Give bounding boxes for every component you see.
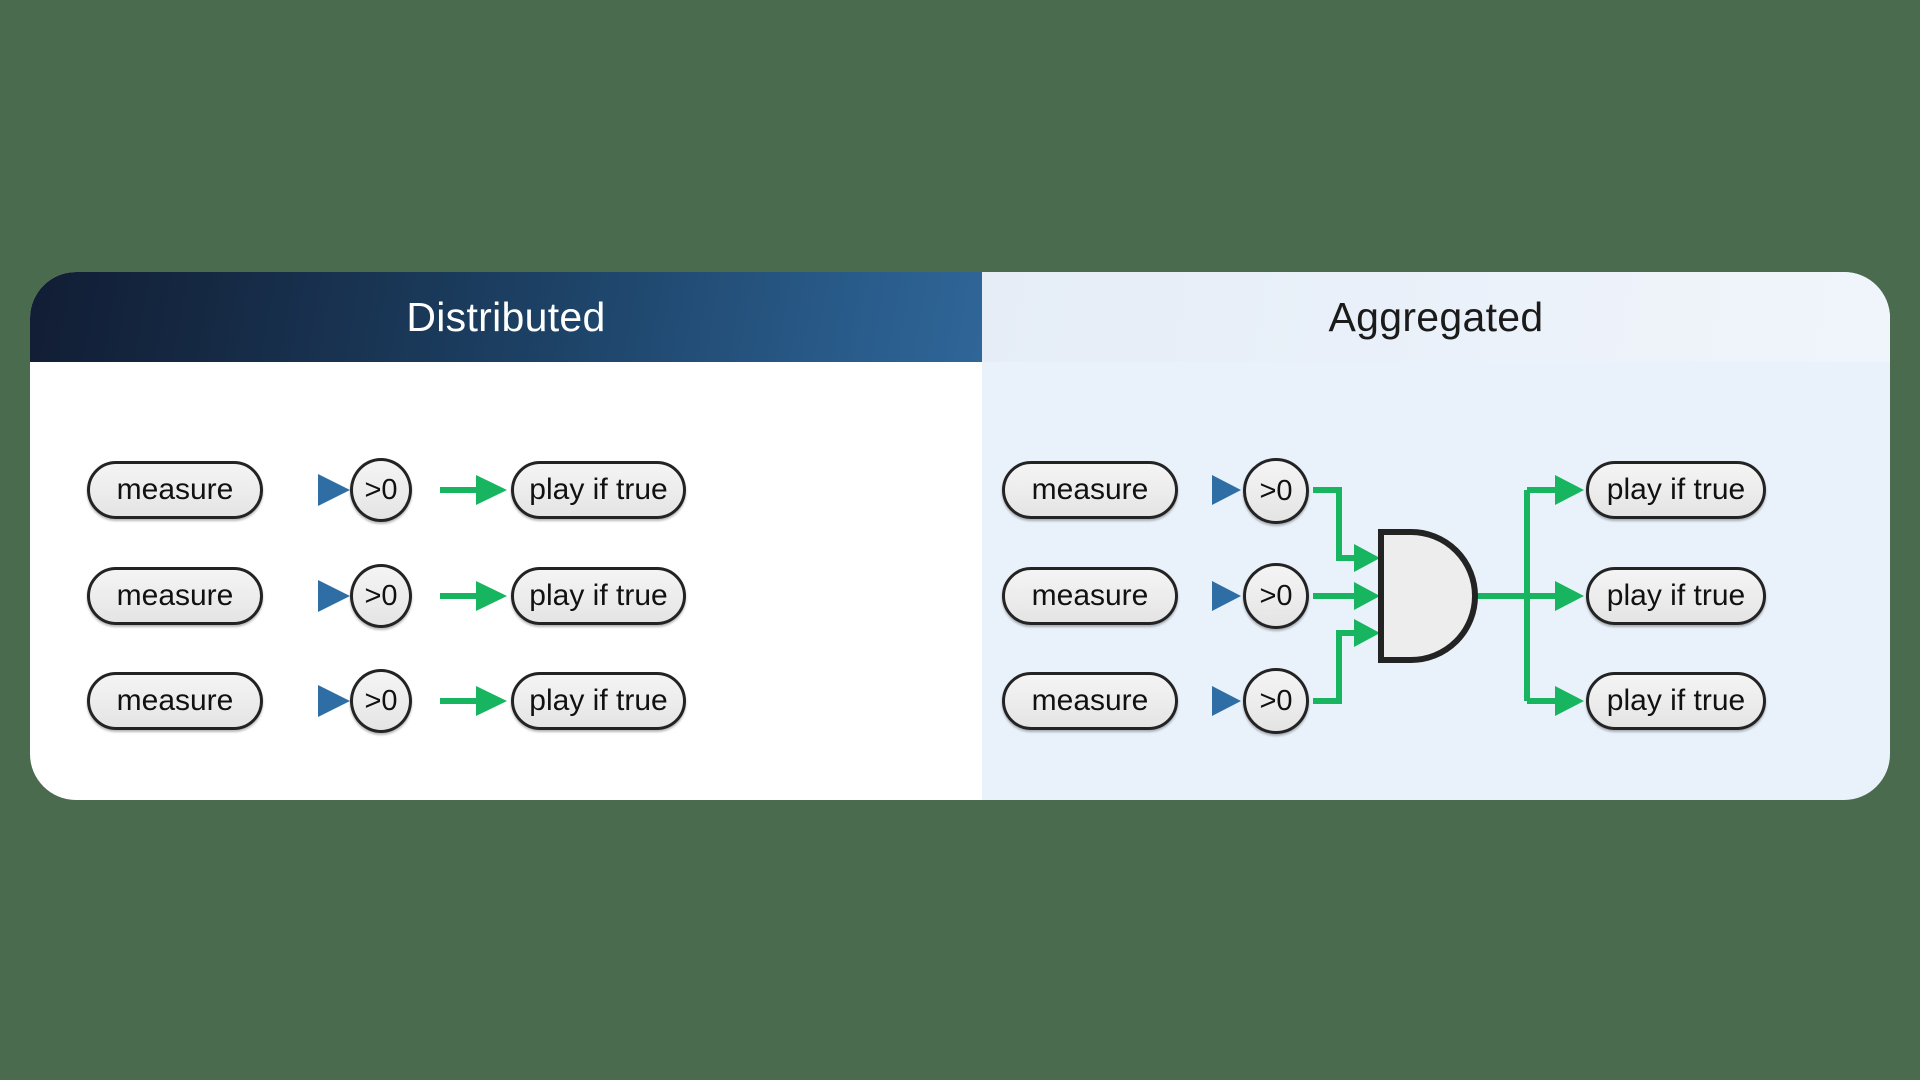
panel-distributed-body: measure >0 play if true measure >0 play …: [30, 362, 982, 800]
threshold-node-label: >0: [1259, 579, 1293, 612]
blue-arrow-icon: [1181, 475, 1241, 505]
threshold-node[interactable]: >0: [350, 564, 412, 628]
and-gate[interactable]: [1378, 529, 1478, 663]
gate-output-wire-top: [1527, 475, 1584, 505]
panel-aggregated: Aggregated: [982, 272, 1890, 800]
play-if-true-node-label: play if true: [1606, 579, 1746, 612]
measure-node[interactable]: measure: [87, 461, 263, 519]
panel-distributed-title: Distributed: [406, 293, 606, 340]
play-if-true-node-label: play if true: [1606, 473, 1746, 506]
play-if-true-node[interactable]: play if true: [1586, 672, 1766, 730]
gate-input-wire-middle: [1313, 582, 1380, 610]
play-if-true-node[interactable]: play if true: [511, 461, 686, 519]
measure-node-label: measure: [116, 579, 234, 612]
gate-output-wire-bottom: [1527, 686, 1584, 716]
threshold-node-label: >0: [364, 579, 398, 612]
panel-distributed-header: Distributed: [30, 272, 982, 362]
gate-output-bus: [1455, 490, 1530, 701]
play-if-true-node[interactable]: play if true: [1586, 461, 1766, 519]
panel-distributed: Distributed: [30, 272, 982, 800]
threshold-node-label: >0: [364, 684, 398, 717]
play-if-true-node-label: play if true: [529, 684, 668, 717]
green-arrow-icon: [440, 581, 507, 611]
measure-node-label: measure: [1031, 579, 1149, 612]
blue-arrow-icon: [1181, 686, 1241, 716]
panel-aggregated-body: measure >0 play if true measure >0 play …: [982, 362, 1890, 800]
play-if-true-node[interactable]: play if true: [1586, 567, 1766, 625]
play-if-true-node[interactable]: play if true: [511, 672, 686, 730]
threshold-node[interactable]: >0: [350, 458, 412, 522]
blue-arrow-icon: [275, 685, 350, 717]
measure-node[interactable]: measure: [1002, 461, 1178, 519]
threshold-node[interactable]: >0: [1243, 458, 1309, 524]
gate-input-wire-bottom: [1313, 619, 1380, 704]
measure-node[interactable]: measure: [1002, 672, 1178, 730]
play-if-true-node-label: play if true: [529, 473, 668, 506]
measure-node-label: measure: [116, 684, 234, 717]
measure-node[interactable]: measure: [87, 567, 263, 625]
blue-arrow-icon: [1181, 581, 1241, 611]
green-arrow-icon: [440, 686, 507, 716]
threshold-node-label: >0: [364, 473, 398, 506]
measure-node-label: measure: [1031, 473, 1149, 506]
measure-node-label: measure: [116, 473, 234, 506]
gate-input-wire-top: [1313, 487, 1380, 572]
panel-aggregated-header: Aggregated: [982, 272, 1890, 362]
comparison-card: Distributed: [30, 272, 1890, 800]
blue-arrow-icon: [275, 580, 350, 612]
play-if-true-node-label: play if true: [529, 579, 668, 612]
threshold-node[interactable]: >0: [1243, 563, 1309, 629]
measure-node[interactable]: measure: [87, 672, 263, 730]
green-arrow-icon: [440, 475, 507, 505]
threshold-node[interactable]: >0: [350, 669, 412, 733]
threshold-node-label: >0: [1259, 684, 1293, 717]
measure-node[interactable]: measure: [1002, 567, 1178, 625]
panel-aggregated-title: Aggregated: [1328, 293, 1544, 340]
play-if-true-node-label: play if true: [1606, 684, 1746, 717]
blue-arrow-icon: [275, 474, 350, 506]
play-if-true-node[interactable]: play if true: [511, 567, 686, 625]
threshold-node-label: >0: [1259, 474, 1293, 507]
threshold-node[interactable]: >0: [1243, 668, 1309, 734]
gate-output-wire-middle: [1527, 581, 1584, 611]
measure-node-label: measure: [1031, 684, 1149, 717]
